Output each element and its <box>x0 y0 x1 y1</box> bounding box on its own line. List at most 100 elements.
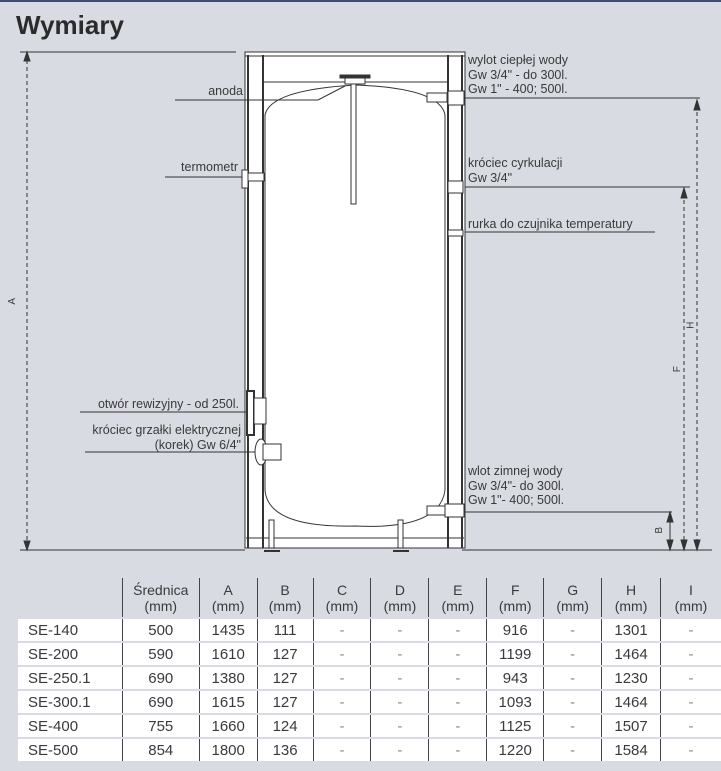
table-cell: 1660 <box>198 715 257 737</box>
anode-rod <box>350 83 357 205</box>
table-cell: - <box>660 667 721 689</box>
column-header: A(mm) <box>198 578 257 617</box>
table-cell: - <box>370 691 429 713</box>
table-cell: 1380 <box>198 667 257 689</box>
column-name: H <box>625 582 637 598</box>
table-cell: - <box>660 619 721 641</box>
column-name: B <box>280 582 290 598</box>
table-cell: 111 <box>256 619 313 641</box>
table-cell: - <box>370 715 429 737</box>
column-header: Średnica(mm) <box>121 578 199 617</box>
table-cell: 1464 <box>601 643 660 665</box>
column-header: B(mm) <box>256 578 313 617</box>
page-title: Wymiary <box>16 10 124 40</box>
column-unit: (mm) <box>211 598 245 614</box>
hot-outlet-label: wylot ciepłej wody Gw 3/4" - do 300l. Gw… <box>468 53 568 97</box>
table-cell: - <box>543 619 602 641</box>
column-unit: (mm) <box>556 598 589 614</box>
anode-label: anoda <box>208 84 243 98</box>
table-cell: - <box>312 619 371 641</box>
table-cell: 854 <box>121 739 199 761</box>
table-cell: - <box>312 643 371 665</box>
column-header: E(mm) <box>428 578 486 617</box>
inspection-flange <box>246 390 255 436</box>
column-unit: (mm) <box>614 598 648 614</box>
tank-lid <box>244 51 466 57</box>
dim-a-label: A <box>7 297 19 305</box>
table-cell: - <box>428 715 487 737</box>
table-cell: - <box>543 667 602 689</box>
column-name: F <box>510 582 520 598</box>
top-border <box>0 0 721 2</box>
circulation-line2: Gw 3/4" <box>468 170 513 185</box>
table-cell: 1507 <box>601 715 660 737</box>
table-cell: 916 <box>486 619 544 641</box>
table-cell: 127 <box>256 691 313 713</box>
heater-line2: (korek) Gw 6/4" <box>154 437 241 452</box>
table-cell: - <box>428 739 487 761</box>
table-cell: - <box>312 691 371 713</box>
table-cell: - <box>312 739 371 761</box>
table-header-row: Średnica(mm)A(mm)B(mm)C(mm)D(mm)E(mm)F(m… <box>18 578 721 617</box>
column-header <box>18 578 122 617</box>
cold-inlet-port <box>444 503 465 518</box>
table-cell: 1464 <box>601 691 660 713</box>
table-cell: - <box>543 739 602 761</box>
column-header: D(mm) <box>370 578 428 617</box>
table-cell: 1199 <box>486 643 544 665</box>
column-unit: (mm) <box>268 598 302 614</box>
cold-inlet-line3: Gw 1"- 400; 500l. <box>468 493 565 507</box>
table-cell: - <box>428 691 487 713</box>
heater-line1: króciec grzałki elektrycznej <box>92 423 241 437</box>
anoda-leader <box>175 85 346 101</box>
inspection-label: otwór rewizyjny - od 250l. <box>97 397 239 411</box>
hot-outlet-line3: Gw 1" - 400; 500l. <box>468 82 568 96</box>
column-header: I(mm) <box>660 578 721 617</box>
table-cell: - <box>660 691 721 713</box>
column-name: D <box>394 582 405 598</box>
model-name: SE-250.1 <box>18 667 122 689</box>
cold-inlet-line2: Gw 3/4"- do 300l. <box>468 478 565 493</box>
column-header: F(mm) <box>486 578 543 617</box>
table-cell: 1800 <box>198 739 257 761</box>
table-cell: 127 <box>256 667 313 689</box>
table-cell: 690 <box>121 691 199 713</box>
table-cell: - <box>660 715 721 737</box>
table-cell: 124 <box>256 715 313 737</box>
column-unit: (mm) <box>498 598 532 614</box>
table-cell: 1220 <box>486 739 544 761</box>
dim-a-arrows <box>23 50 31 552</box>
cold-inlet-line1: wlot zimnej wody <box>468 464 563 478</box>
inner-vessel <box>264 84 446 527</box>
thermometer-label: termometr <box>181 160 238 174</box>
table-cell: - <box>370 619 429 641</box>
table-cell: 1301 <box>601 619 660 641</box>
dim-f-label: F <box>671 366 683 373</box>
column-name: I <box>689 582 693 598</box>
hot-outlet-port <box>447 90 465 106</box>
column-unit: (mm) <box>383 598 417 614</box>
column-name: C <box>336 582 348 598</box>
table-cell: - <box>370 643 429 665</box>
column-unit: (mm) <box>325 598 359 614</box>
circulation-label: króciec cyrkulacji Gw 3/4" <box>468 156 562 185</box>
dim-h-label: H <box>685 321 697 329</box>
table-cell: 1610 <box>198 643 257 665</box>
table-cell: 1125 <box>486 715 544 737</box>
table-cell: 500 <box>121 619 199 641</box>
table-cell: 755 <box>121 715 199 737</box>
model-name: SE-200 <box>18 643 122 665</box>
column-unit: (mm) <box>441 598 475 614</box>
column-header: G(mm) <box>543 578 601 617</box>
model-name: SE-500 <box>18 739 122 761</box>
table-cell: 136 <box>256 739 313 761</box>
column-name: A <box>223 582 233 598</box>
column-header: H(mm) <box>601 578 660 617</box>
model-name: SE-140 <box>18 619 122 641</box>
cold-inlet-label: wlot zimnej wody Gw 3/4"- do 300l. Gw 1"… <box>468 464 564 508</box>
